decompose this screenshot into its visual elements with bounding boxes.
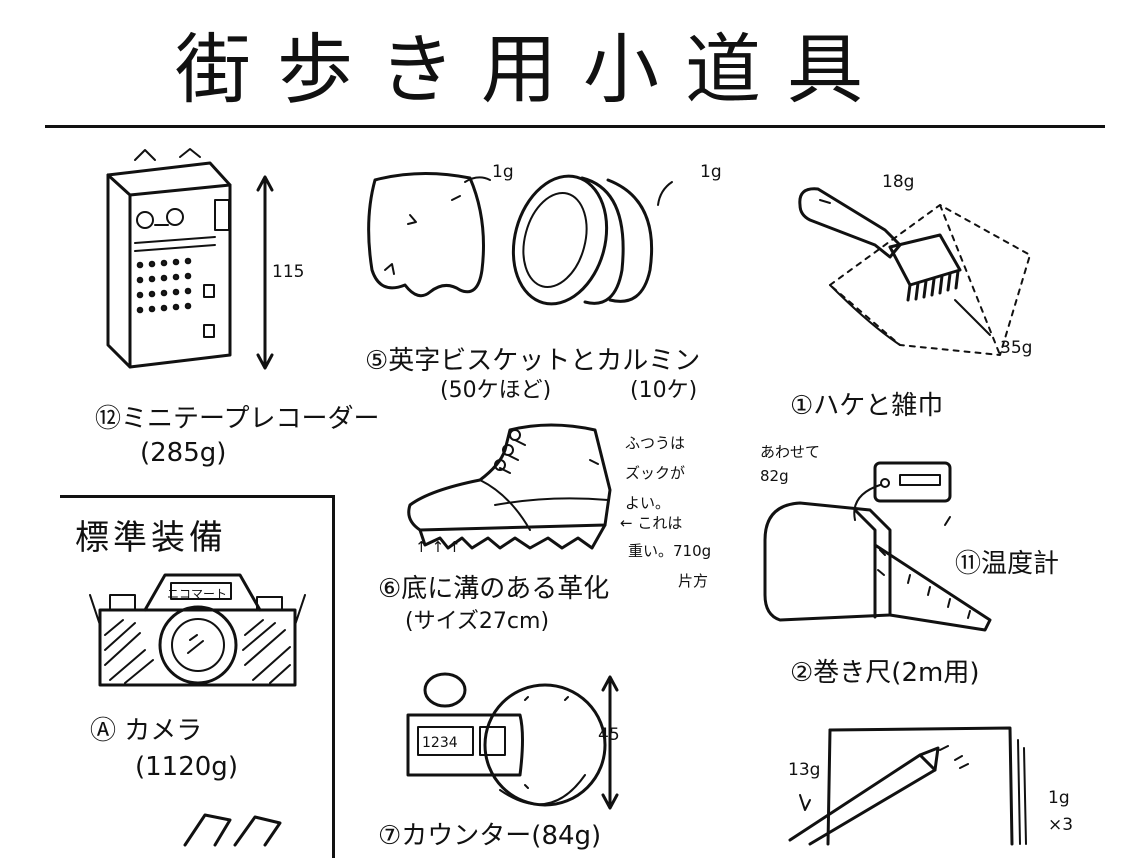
cloth-weight: 35g — [1000, 338, 1033, 358]
film-rolls-illustration — [183, 813, 282, 847]
title-divider — [45, 125, 1105, 128]
shoes-groove-arrows: ↑↑↑ — [415, 538, 465, 556]
camera-brand: ニコマート — [167, 587, 228, 601]
recorder-weight: (285g) — [140, 438, 227, 468]
pen-weight: 13g — [788, 760, 821, 780]
shoes-note-line: ふつうは — [625, 434, 686, 452]
counter-digits: 1234 — [422, 735, 458, 751]
camera-label: Ⓐ カメラ — [90, 716, 203, 746]
paper-weight: 1g — [1048, 788, 1070, 808]
brush-cloth-illustration — [798, 187, 1031, 356]
karumin-weight: 1g — [700, 162, 722, 182]
recorder-dimension: 115 — [272, 262, 305, 282]
thermometer-tape-illustration — [763, 461, 992, 632]
recorder-label: ⑫ミニテープレコーダー — [95, 404, 380, 434]
biscuit-weight: 1g — [492, 162, 514, 182]
camera-weight: (1120g) — [135, 752, 238, 782]
shoes-weight-note: 重い。710g — [628, 542, 712, 560]
karumin-count: (10ケ) — [630, 378, 698, 403]
shoes-size: (サイズ27cm) — [405, 609, 550, 634]
brush-label: ①ハケと雑巾 — [790, 391, 944, 421]
tape-measure-label: ②巻き尺(2m用) — [790, 658, 980, 688]
counter-dimension: 45 — [598, 725, 620, 745]
shoes-note-arrow: ← これは — [620, 514, 683, 532]
thermo-note-line: あわせて — [760, 443, 821, 461]
biscuit-label: ⑤英字ビスケットとカルミン — [365, 346, 701, 376]
thermometer-label: ⑪温度計 — [955, 549, 1060, 579]
pen-notepad-illustration — [788, 726, 1027, 846]
biscuit-count: (50ケほど) — [440, 378, 552, 403]
thermo-note-line: 82g — [760, 467, 789, 485]
shoes-note: ふつうは ズックが よい。 — [625, 428, 685, 518]
boot-illustration — [407, 423, 612, 550]
standard-equipment-box — [60, 495, 335, 858]
brush-weight: 18g — [882, 172, 915, 192]
biscuit-illustration — [367, 172, 673, 306]
standard-heading: 標準装備 — [75, 518, 227, 558]
shoes-one-side-note: 片方 — [678, 572, 709, 590]
shoes-note-line: よい。 — [625, 494, 671, 512]
thermo-note: あわせて 82g — [760, 440, 820, 488]
tape-recorder-illustration — [106, 148, 274, 370]
page-title: 街歩き用小道具 — [175, 25, 889, 114]
counter-illustration — [406, 672, 619, 810]
camera-illustration — [89, 573, 306, 687]
shoes-note-line: ズックが — [625, 464, 686, 482]
paper-count: ×3 — [1048, 815, 1074, 835]
shoes-label: ⑥底に溝のある革化 — [378, 574, 610, 604]
counter-label: ⑦カウンター(84g) — [378, 821, 602, 851]
